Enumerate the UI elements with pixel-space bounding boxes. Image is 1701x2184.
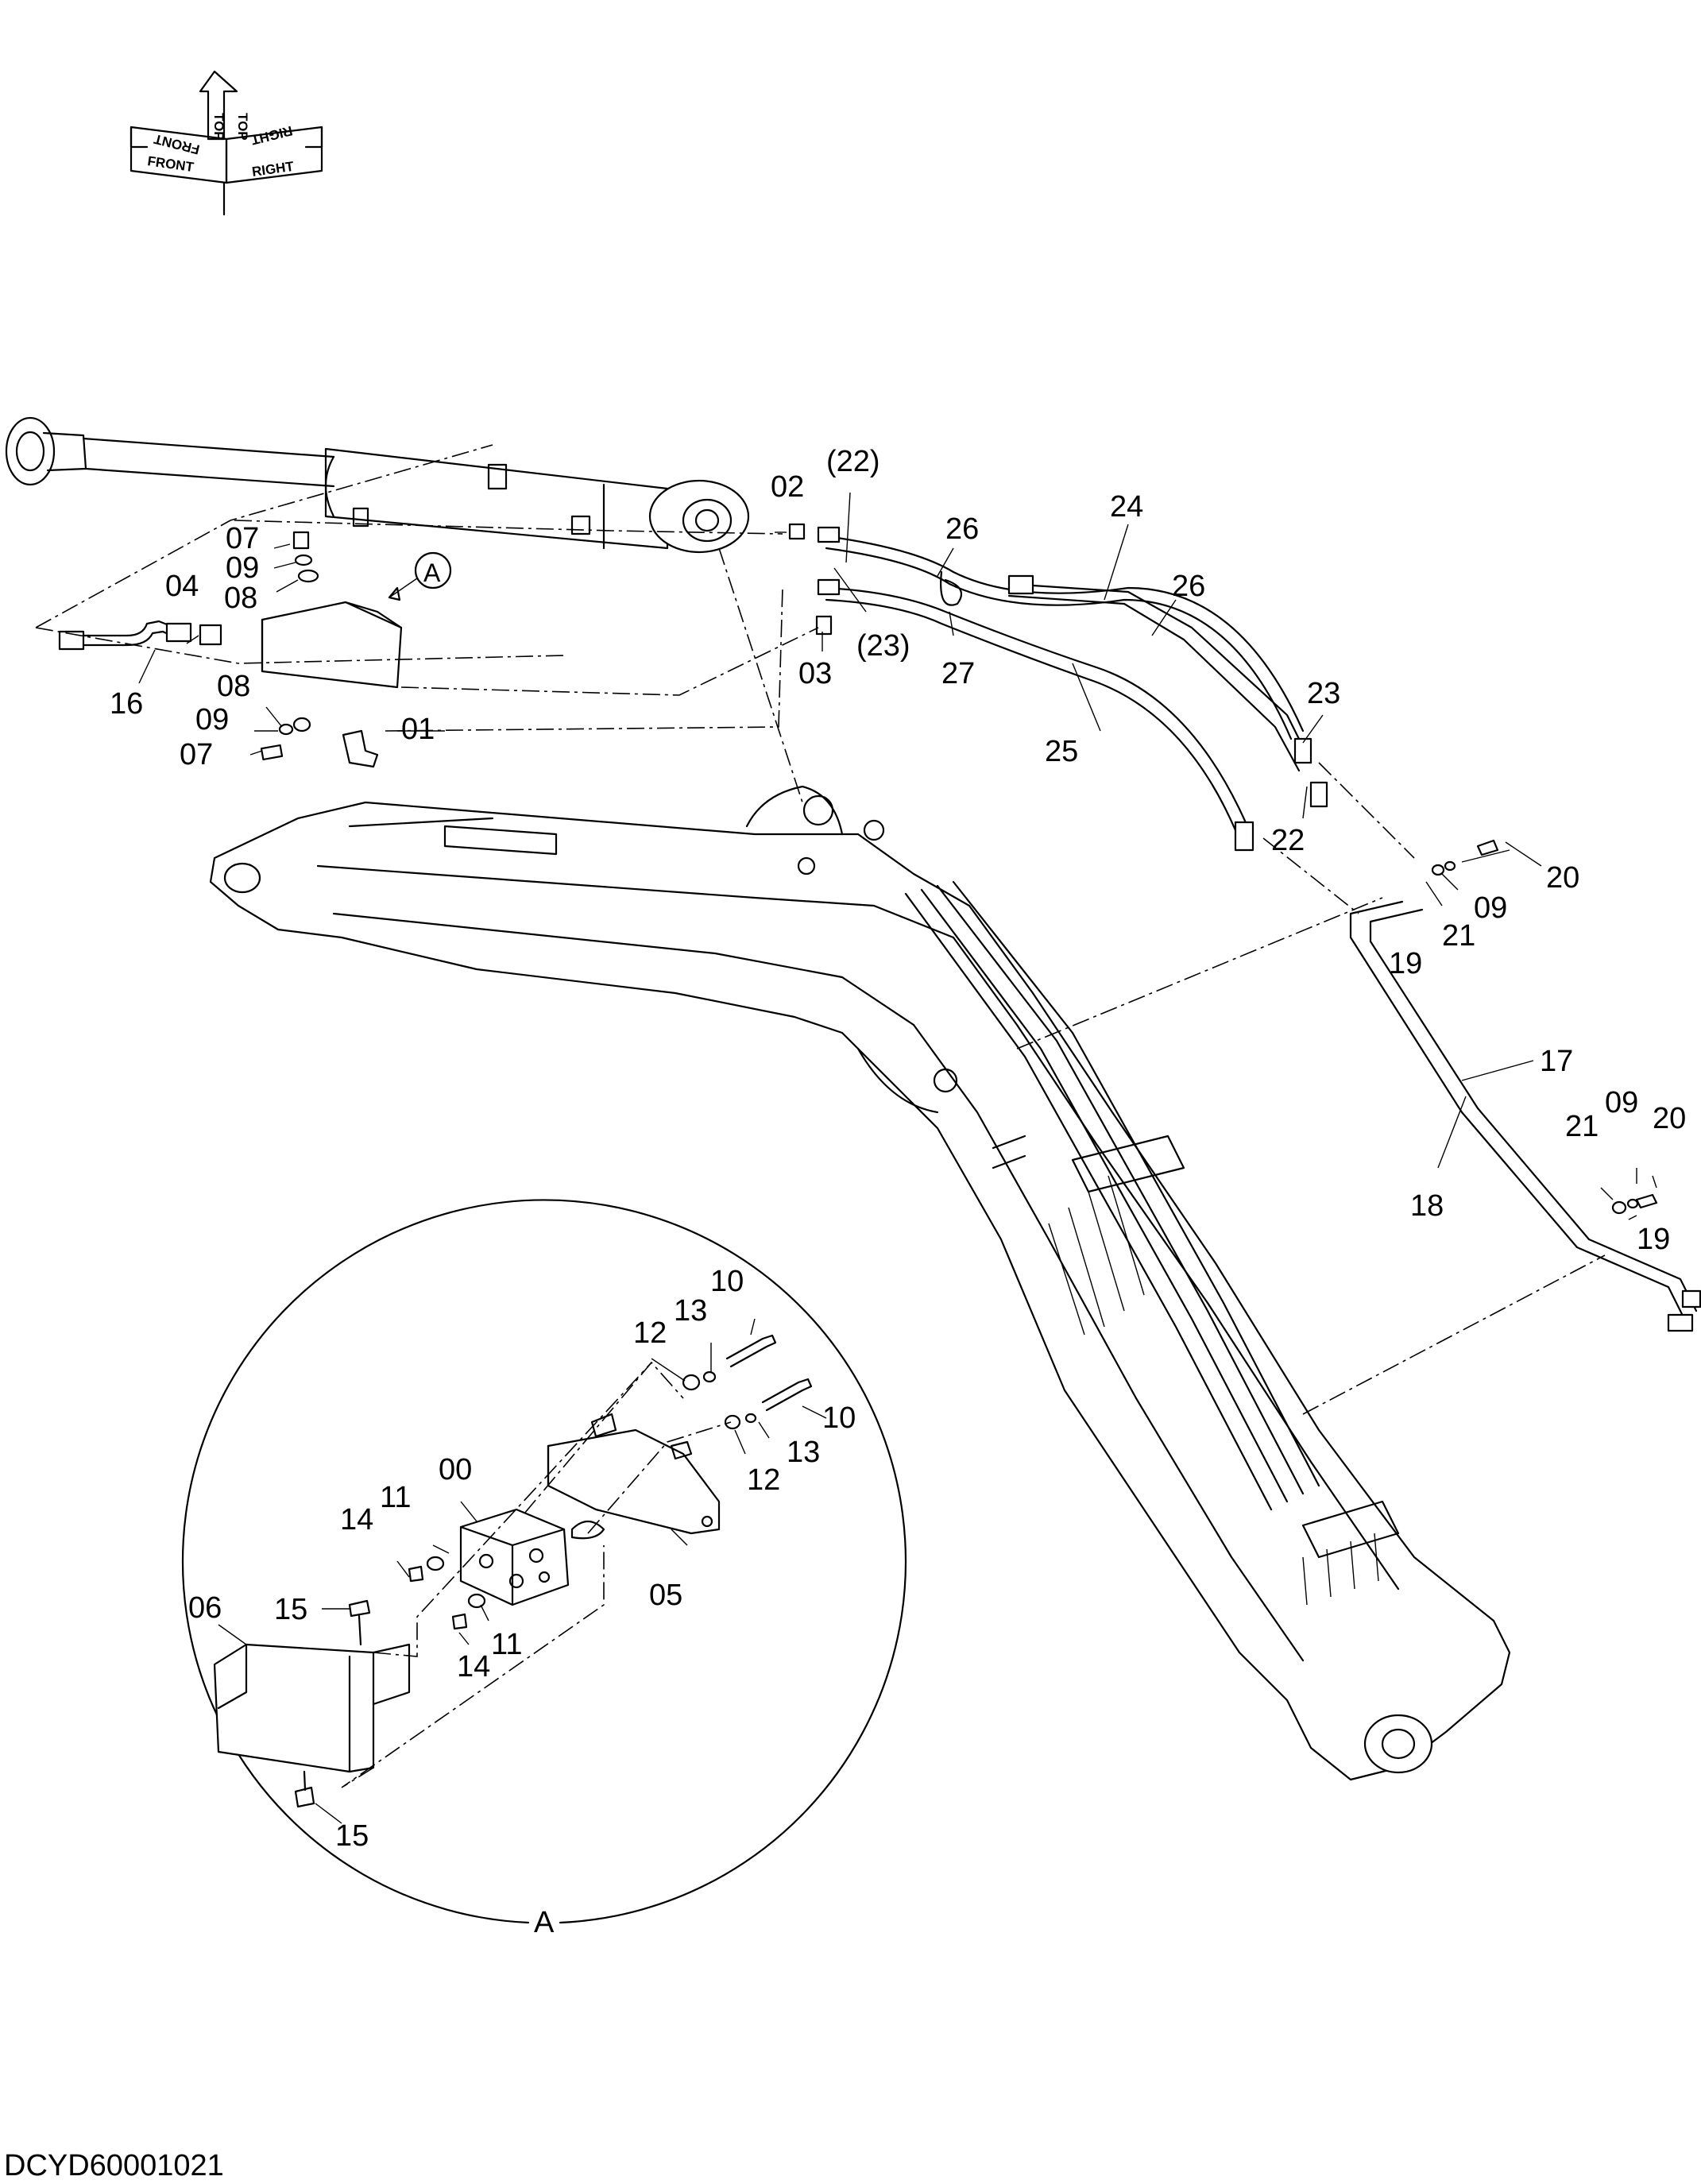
callout-09-lower: 09 [195, 703, 229, 736]
callout-17: 17 [1540, 1045, 1573, 1078]
callout-15-lower: 15 [335, 1819, 369, 1853]
detail-marker: A [388, 551, 452, 601]
callout-27: 27 [941, 657, 975, 690]
boom-body [209, 785, 1511, 1781]
callout-12-upper: 12 [633, 1316, 667, 1350]
callout-18: 18 [1410, 1189, 1444, 1223]
callout-23-paren: (23) [856, 629, 910, 663]
callout-05: 05 [649, 1579, 682, 1612]
boom-cylinder [5, 416, 750, 554]
callout-23: 23 [1307, 677, 1340, 710]
callout-09-right-lower: 09 [1605, 1086, 1638, 1119]
callout-16: 16 [110, 687, 143, 721]
reference-lines [35, 444, 1606, 1415]
callout-13-lower: 13 [787, 1436, 820, 1469]
callout-22-paren: (22) [826, 445, 880, 478]
callout-02: 02 [771, 470, 804, 504]
callout-20-upper: 20 [1546, 861, 1579, 895]
pipes-and-hoses [58, 523, 1701, 1511]
callout-26-left: 26 [945, 512, 979, 546]
orientation-symbol: FRONT TOP FRONT TOP RIGHT RIGHT [130, 70, 323, 216]
callout-20-lower: 20 [1653, 1102, 1686, 1135]
callout-14-lower: 14 [457, 1650, 490, 1683]
callout-10-lower: 10 [822, 1401, 856, 1435]
callout-25: 25 [1045, 735, 1078, 768]
callout-07-upper: 07 [226, 522, 259, 555]
callout-24: 24 [1110, 490, 1143, 524]
callout-leaders [138, 492, 1657, 1220]
callout-19-lower: 19 [1637, 1223, 1670, 1256]
callout-01: 01 [401, 713, 435, 746]
detail-view-label: A [534, 1906, 555, 1939]
callout-10-upper: 10 [710, 1265, 744, 1298]
callout-09-right: 09 [1474, 891, 1507, 925]
callout-08-upper: 08 [224, 582, 257, 615]
callout-11-upper: 11 [380, 1481, 411, 1514]
callout-19-upper: 19 [1389, 947, 1422, 980]
callout-04: 04 [165, 570, 199, 603]
callout-07-lower: 07 [180, 738, 213, 771]
callout-11-lower: 11 [491, 1628, 522, 1661]
detail-view-a: A [181, 1199, 907, 1939]
orientation-label-right-upper: RIGHT [249, 123, 295, 148]
callout-26-right: 26 [1172, 570, 1205, 603]
orientation-label-front: FRONT [146, 153, 195, 175]
orientation-label-right: RIGHT [251, 159, 296, 180]
orientation-label-top-left: TOP [211, 113, 226, 141]
callout-13-upper: 13 [674, 1294, 707, 1328]
callout-21-upper: 21 [1442, 919, 1475, 953]
detail-marker-label: A [423, 559, 441, 587]
callouts: 00 01 02 03 04 05 06 07 07 08 08 09 09 0… [110, 445, 1686, 1853]
callout-09-upper: 09 [226, 551, 259, 585]
callout-21-lower: 21 [1565, 1110, 1599, 1143]
drawing-id: DCYD60001021 [4, 2149, 224, 2182]
callout-22: 22 [1271, 824, 1305, 857]
callout-06: 06 [188, 1591, 222, 1625]
callout-03: 03 [798, 657, 832, 690]
callout-12-lower: 12 [747, 1463, 780, 1497]
callout-00: 00 [439, 1453, 472, 1486]
orientation-label-top-right: TOP [235, 113, 250, 141]
callout-08-lower: 08 [217, 670, 250, 703]
callout-14-upper: 14 [340, 1503, 373, 1537]
callout-15-upper: 15 [274, 1593, 307, 1626]
